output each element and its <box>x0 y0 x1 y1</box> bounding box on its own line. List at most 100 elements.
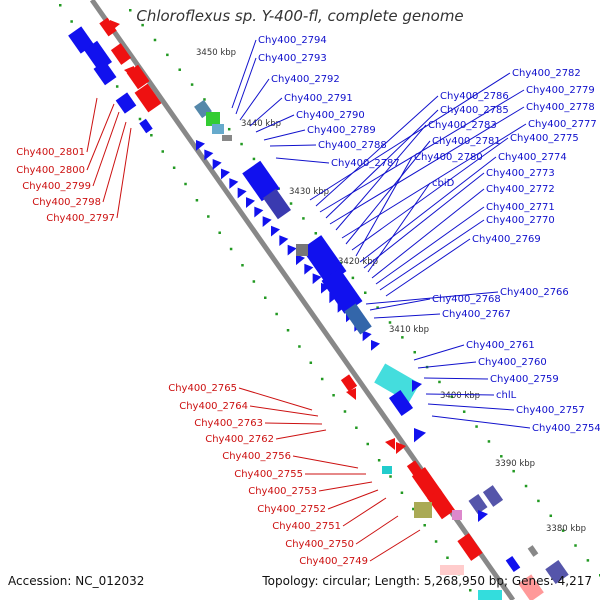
tick-label: 3430 kbp <box>289 187 329 197</box>
leader-line <box>375 206 485 285</box>
leader-line <box>325 109 439 219</box>
leader-line <box>255 114 295 133</box>
gene-label: Chy400_2797 <box>46 213 115 224</box>
gene-feature <box>452 510 462 520</box>
tick-dot-outer <box>343 410 347 413</box>
gene-forward <box>468 494 488 514</box>
tick-dot-outer <box>355 426 358 429</box>
leader-line <box>373 313 441 319</box>
gene-label: Chy400_2788 <box>318 140 387 151</box>
gene-label: Chy400_2760 <box>478 357 547 368</box>
leader-line <box>385 238 471 297</box>
tick-dot-inner <box>537 499 540 503</box>
leader-line <box>371 188 485 279</box>
gene-label: Chy400_2754 <box>532 423 600 434</box>
leader-line <box>342 497 387 527</box>
gene-label: Chy400_2800 <box>16 165 85 176</box>
gene-reverse <box>518 574 544 600</box>
gene-reverse <box>99 17 117 37</box>
gene-reverse <box>426 488 456 520</box>
gene-label: Chy400_2778 <box>526 102 595 113</box>
leader-line <box>86 103 115 171</box>
gene-forward <box>271 225 280 237</box>
tick-dot-outer <box>286 329 290 332</box>
leader-line <box>327 489 379 510</box>
gene-forward <box>344 303 372 335</box>
leader-line <box>367 182 431 273</box>
gene-forward <box>93 60 117 86</box>
tick-dot-inner <box>462 410 466 413</box>
gene-feature <box>206 112 220 126</box>
gene-feature <box>222 135 232 141</box>
accession-text: Accession: NC_012032 <box>8 574 145 588</box>
tick-dot-inner <box>252 157 256 161</box>
tick-dot-inner <box>190 83 194 86</box>
tick-dot-outer <box>366 442 369 446</box>
tick-dot-outer <box>138 117 142 121</box>
leader-line <box>231 39 257 109</box>
leader-line <box>264 422 323 425</box>
leader-line <box>249 405 319 417</box>
gene-forward <box>237 187 247 199</box>
gene-forward <box>312 273 322 285</box>
tick-label: 3450 kbp <box>196 48 236 58</box>
gene-label: Chy400_2774 <box>498 152 567 163</box>
tick-dot-inner <box>512 469 515 473</box>
tick-dot-inner <box>586 559 590 562</box>
gene-label: Chy400_2765 <box>168 383 237 394</box>
leader-line <box>239 78 270 121</box>
tick-dot-inner <box>475 425 478 428</box>
gene-label: Chy400_2793 <box>258 53 327 64</box>
tick-dot-outer <box>377 459 381 462</box>
tick-dot-inner <box>314 232 318 235</box>
leader-line <box>379 219 485 291</box>
gene-label: Chy400_2771 <box>486 202 555 213</box>
leader-line <box>102 121 127 203</box>
leader-line <box>86 97 98 153</box>
gene-forward <box>414 428 426 443</box>
gene-forward <box>505 555 521 573</box>
gene-feature <box>382 466 392 474</box>
leader-line <box>423 377 489 380</box>
gene-label: Chy400_2783 <box>428 120 497 131</box>
gene-label: Chy400_2755 <box>234 469 303 480</box>
leader-line <box>425 393 495 396</box>
gene-forward <box>287 244 297 256</box>
gene-forward <box>482 485 504 507</box>
gene-label: Chy400_2772 <box>486 184 555 195</box>
tick-label: 3390 kbp <box>495 459 535 469</box>
tick-dot-outer <box>241 264 244 267</box>
tick-dot-outer <box>309 361 313 364</box>
gene-label: Chy400_2786 <box>440 91 509 102</box>
gene-forward <box>204 149 214 161</box>
tick-dot-outer <box>298 345 301 348</box>
gene-feature <box>296 244 308 256</box>
genome-title: Chloroflexus sp. Y-400-fl, complete geno… <box>136 7 464 25</box>
gene-label: Chy400_2775 <box>510 133 579 144</box>
tick-dot-inner <box>302 217 305 220</box>
gene-forward <box>262 216 272 227</box>
tick-dot-outer <box>400 491 404 494</box>
leader-line <box>351 137 509 251</box>
leader-line <box>238 387 313 411</box>
gene-forward <box>362 330 372 342</box>
leader-line <box>365 291 499 305</box>
gene-label: Chy400_2798 <box>32 197 101 208</box>
gene-forward <box>296 254 305 266</box>
gene-label: Chy400_2801 <box>16 147 85 158</box>
gene-label: cbiD <box>432 178 455 189</box>
gene-feature <box>478 590 502 600</box>
tick-dot-outer <box>252 280 256 283</box>
gene-label: Chy400_2799 <box>22 181 91 192</box>
gene-label: Chy400_2785 <box>440 105 509 116</box>
gene-label: Chy400_2790 <box>296 110 365 121</box>
gene-forward <box>68 26 94 54</box>
gene-label: Chy400_2763 <box>194 418 263 429</box>
leader-line <box>263 129 306 141</box>
tick-dot-inner <box>240 142 243 146</box>
gene-feature <box>527 545 539 557</box>
gene-forward <box>304 263 314 275</box>
tick-label: 3420 kbp <box>338 257 378 267</box>
tick-dot-inner <box>438 380 441 384</box>
gene-feature <box>440 565 464 575</box>
